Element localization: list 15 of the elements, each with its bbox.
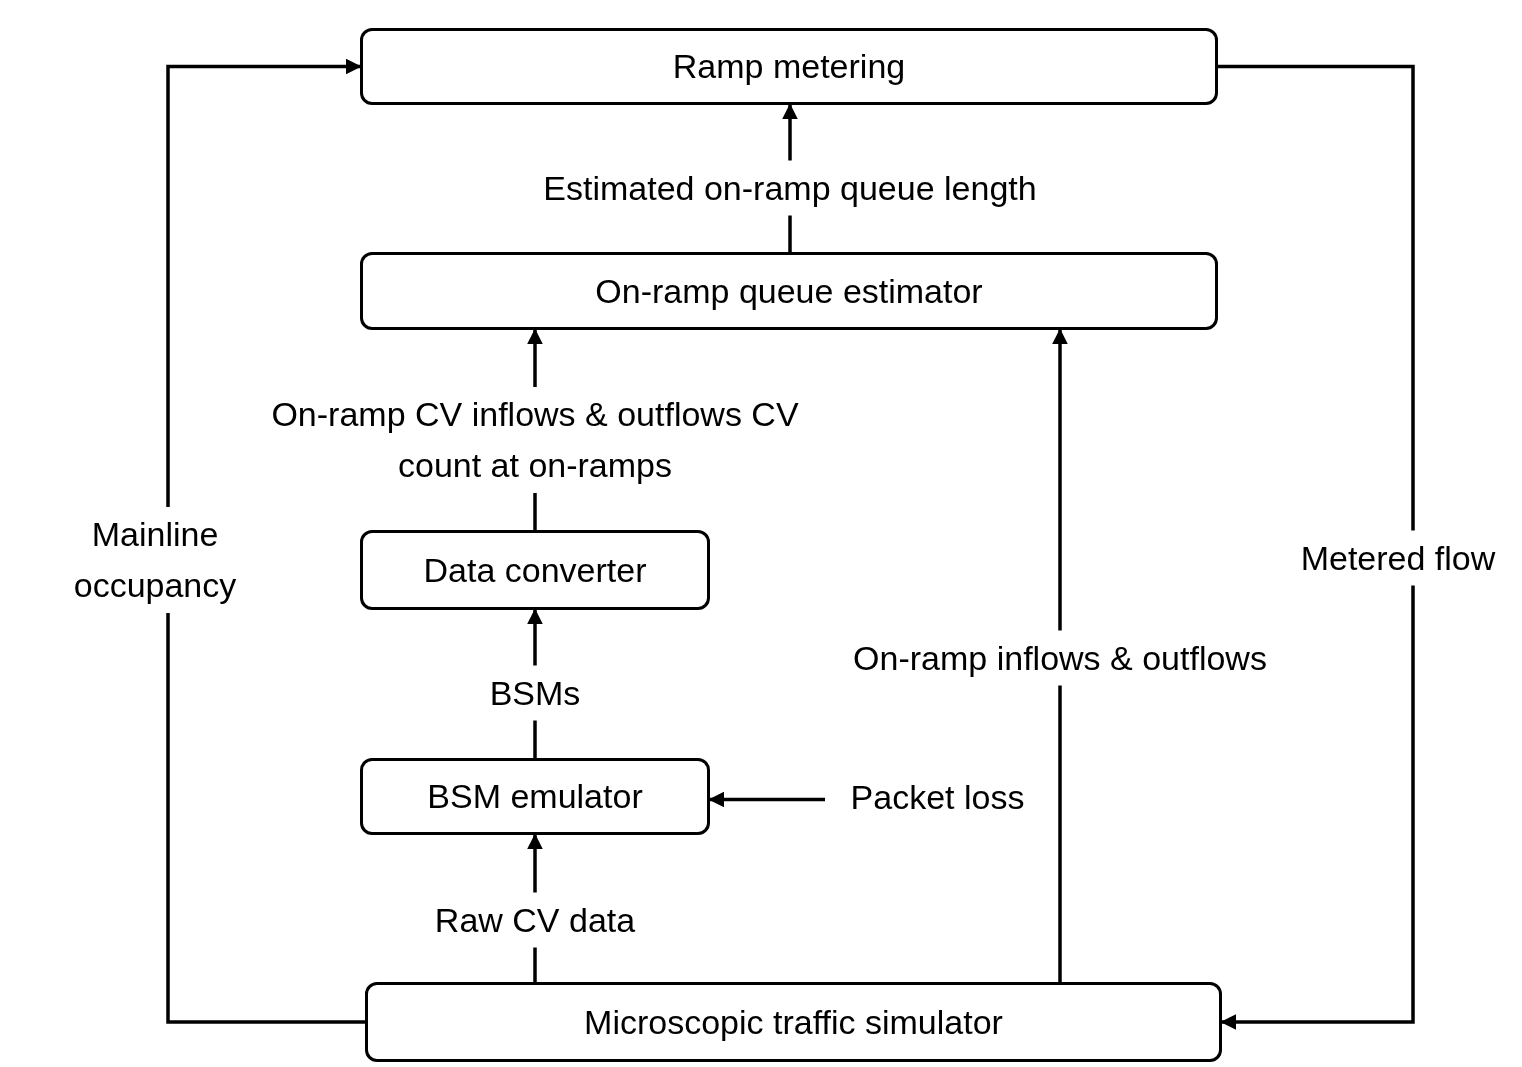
box-label: BSM emulator [427, 777, 643, 816]
box-label: Data converter [423, 550, 647, 590]
input-label: Packet loss [825, 775, 1050, 820]
process-box [360, 28, 1218, 105]
box-label: Microscopic traffic simulator [584, 1002, 1003, 1042]
process-box [360, 758, 710, 835]
arrow [1218, 64, 1415, 1030]
box-label: Ramp metering [672, 47, 906, 86]
arrow [1052, 328, 1068, 982]
process-box [360, 530, 710, 610]
arrow [708, 791, 825, 808]
arrow [166, 58, 365, 1024]
process-box [360, 252, 1218, 330]
box-label: On-ramp queue estimator [595, 271, 983, 311]
process-box [365, 982, 1222, 1062]
